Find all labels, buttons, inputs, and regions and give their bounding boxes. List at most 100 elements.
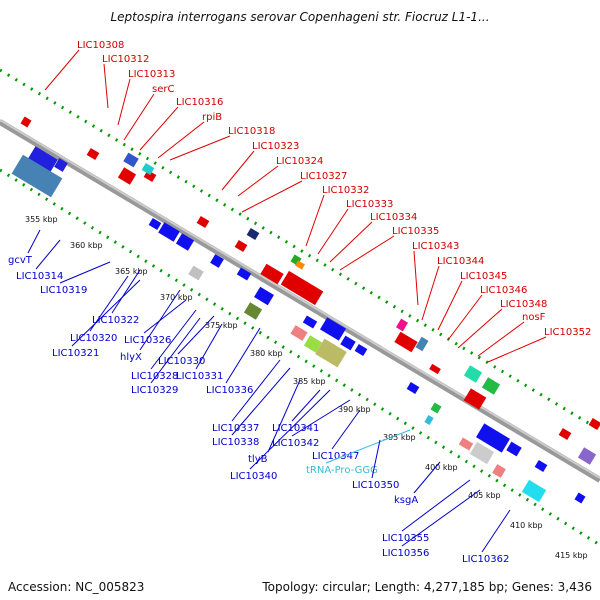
genome-summary-text: Topology: circular; Length: 4,277,185 bp…: [262, 580, 592, 594]
gene-feature: [481, 377, 501, 395]
forward-gene-label: LIC10346: [480, 285, 527, 296]
reverse-leader-line: [177, 315, 215, 355]
reverse-gene-label: LIC10336: [206, 385, 253, 396]
tick-label: 400 kbp: [425, 463, 458, 472]
gene-feature: [117, 167, 137, 185]
gene-feature: [430, 402, 442, 414]
forward-gene-label: LIC10345: [460, 271, 507, 282]
reverse-leader-line: [481, 509, 511, 553]
forward-gene-label: LIC10308: [77, 40, 124, 51]
gene-feature: [246, 227, 260, 241]
reverse-leader-line: [150, 309, 197, 370]
tick-label: 395 kbp: [383, 433, 416, 442]
forward-gene-label: LIC10318: [228, 126, 275, 137]
forward-gene-label: LIC10348: [500, 299, 547, 310]
gene-feature: [574, 492, 586, 504]
reverse-gene-label: LIC10342: [272, 438, 319, 449]
forward-gene-label: LIC10343: [412, 241, 459, 252]
forward-gene-label: LIC10316: [176, 97, 223, 108]
forward-gene-label: nosF: [522, 312, 546, 323]
tick-label: 405 kbp: [468, 491, 501, 500]
reverse-gene-label: LIC10340: [230, 471, 277, 482]
reverse-leader-line: [267, 379, 301, 453]
reverse-gene-label: LIC10341: [272, 423, 319, 434]
reverse-gene-label: LIC10338: [212, 437, 259, 448]
reverse-gene-label: ksgA: [394, 495, 418, 506]
gene-feature: [141, 162, 155, 176]
reverse-gene-label: LIC10330: [158, 356, 205, 367]
forward-leader-line: [237, 165, 279, 197]
forward-gene-label: LIC10352: [544, 327, 591, 338]
backbone-highlight: [0, 119, 600, 479]
tick-label: 380 kbp: [250, 349, 283, 358]
forward-leader-line: [103, 63, 109, 109]
gene-feature: [254, 286, 274, 306]
gene-feature: [521, 479, 547, 503]
forward-gene-label: LIC10323: [252, 141, 299, 152]
reverse-leader-line: [150, 317, 201, 384]
reverse-leader-line: [249, 389, 331, 470]
forward-gene-label: LIC10324: [276, 156, 323, 167]
forward-leader-line: [305, 194, 325, 247]
tick-label: 385 kbp: [293, 377, 326, 386]
gene-feature: [558, 427, 572, 441]
gene-feature: [315, 338, 347, 368]
gene-feature: [534, 459, 548, 473]
gene-feature: [158, 222, 180, 242]
forward-leader-line: [421, 265, 440, 321]
reverse-leader-line: [371, 439, 381, 479]
reverse-gene-label: LIC10355: [382, 533, 429, 544]
map-title: Leptospira interrogans serovar Copenhage…: [110, 10, 490, 24]
accession-text: Accession: NC_005823: [8, 580, 145, 594]
gene-feature: [295, 260, 305, 270]
gene-feature: [303, 335, 323, 353]
forward-leader-line: [157, 121, 205, 159]
reverse-leader-line: [325, 429, 411, 464]
gene-feature: [415, 336, 429, 352]
gene-feature: [463, 365, 483, 383]
forward-leader-line: [413, 250, 419, 306]
reverse-leader-line: [413, 461, 441, 494]
forward-leader-line: [317, 208, 349, 255]
reverse-gene-label: LIC10329: [131, 385, 178, 396]
gene-feature: [406, 381, 420, 395]
reverse-gene-label: gcvT: [8, 255, 33, 266]
forward-leader-line: [241, 180, 303, 213]
gene-feature: [476, 423, 510, 453]
gene-feature: [143, 169, 157, 183]
forward-gene-label: LIC10344: [437, 256, 484, 267]
forward-leader-line: [139, 106, 179, 151]
reverse-leader-line: [71, 279, 141, 347]
gene-feature: [210, 254, 224, 268]
gene-feature: [196, 215, 210, 229]
dotted-outer-top: [0, 68, 600, 432]
gene-feature: [458, 437, 474, 451]
reverse-leader-line: [401, 479, 471, 532]
gene-feature: [354, 343, 368, 357]
reverse-gene-label: LIC10321: [52, 348, 99, 359]
reverse-leader-line: [225, 327, 261, 384]
gene-feature: [424, 415, 434, 425]
gene-feature: [175, 233, 195, 251]
forward-leader-line: [447, 294, 483, 341]
tick-label: 415 kbp: [555, 551, 588, 560]
reverse-gene-label: LIC10328: [131, 371, 178, 382]
reverse-leader-line: [111, 269, 141, 314]
forward-leader-line: [477, 321, 525, 357]
reverse-leader-line: [331, 409, 361, 450]
gene-feature: [429, 363, 441, 375]
gene-feature: [577, 447, 597, 465]
gene-feature: [340, 335, 356, 351]
forward-gene-labels: LIC10308LIC10312LIC10313serCLIC10316rpiB…: [44, 40, 591, 363]
reverse-gene-label: LIC10347: [312, 451, 359, 462]
reverse-gene-label: LIC10320: [70, 333, 117, 344]
gene-feature: [394, 331, 418, 353]
gene-feature: [506, 441, 522, 457]
gene-feature: [469, 441, 495, 465]
forward-leader-line: [339, 235, 395, 271]
reverse-leader-line: [231, 367, 291, 436]
forward-gene-label: serC: [152, 84, 174, 95]
gene-feature: [54, 158, 68, 172]
